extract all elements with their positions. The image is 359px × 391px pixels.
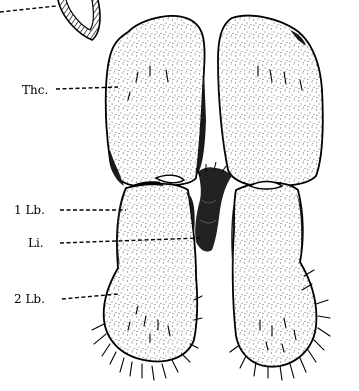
upper-ring-structure [58, 0, 100, 40]
leader-top [0, 6, 56, 12]
ligula [195, 162, 232, 252]
label-thc: Thc. [22, 83, 48, 97]
right-labial-segments [231, 182, 316, 367]
right-thecal-plate [218, 16, 323, 186]
left-labial-segments [104, 175, 198, 361]
label-lb2: 2 Lb. [14, 292, 45, 306]
left-thecal-plate [106, 16, 206, 186]
label-li: Li. [28, 236, 44, 250]
label-lb1: 1 Lb. [14, 203, 45, 217]
